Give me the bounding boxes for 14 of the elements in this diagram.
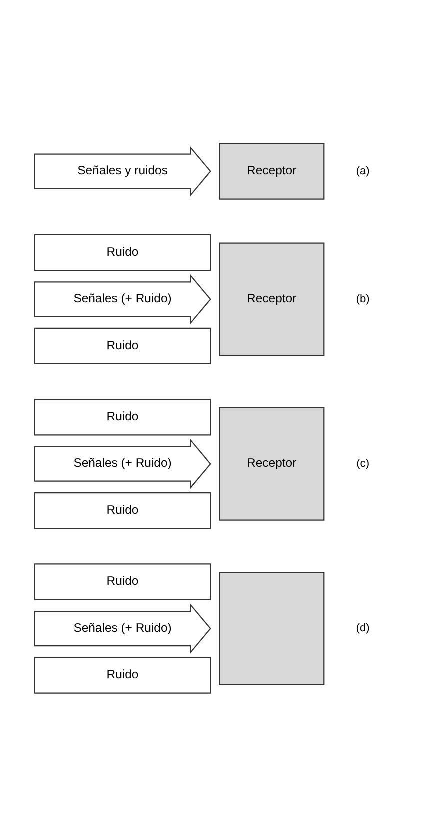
label: (d) <box>356 622 370 634</box>
label: (c) <box>356 457 370 470</box>
label: (a) <box>356 164 370 177</box>
node-box: Ruido <box>34 563 212 600</box>
node-box: Ruido <box>34 327 212 364</box>
node-box: Ruido <box>34 656 212 694</box>
node-box: Receptor <box>219 406 325 520</box>
node-box: Ruido <box>34 398 212 436</box>
node-box: Ruido <box>34 234 212 271</box>
label: (b) <box>356 292 370 305</box>
node-box: Receptor <box>219 242 325 356</box>
node-box: Ruido <box>34 492 212 529</box>
node-box <box>219 572 325 686</box>
node-box: Receptor <box>219 142 325 200</box>
